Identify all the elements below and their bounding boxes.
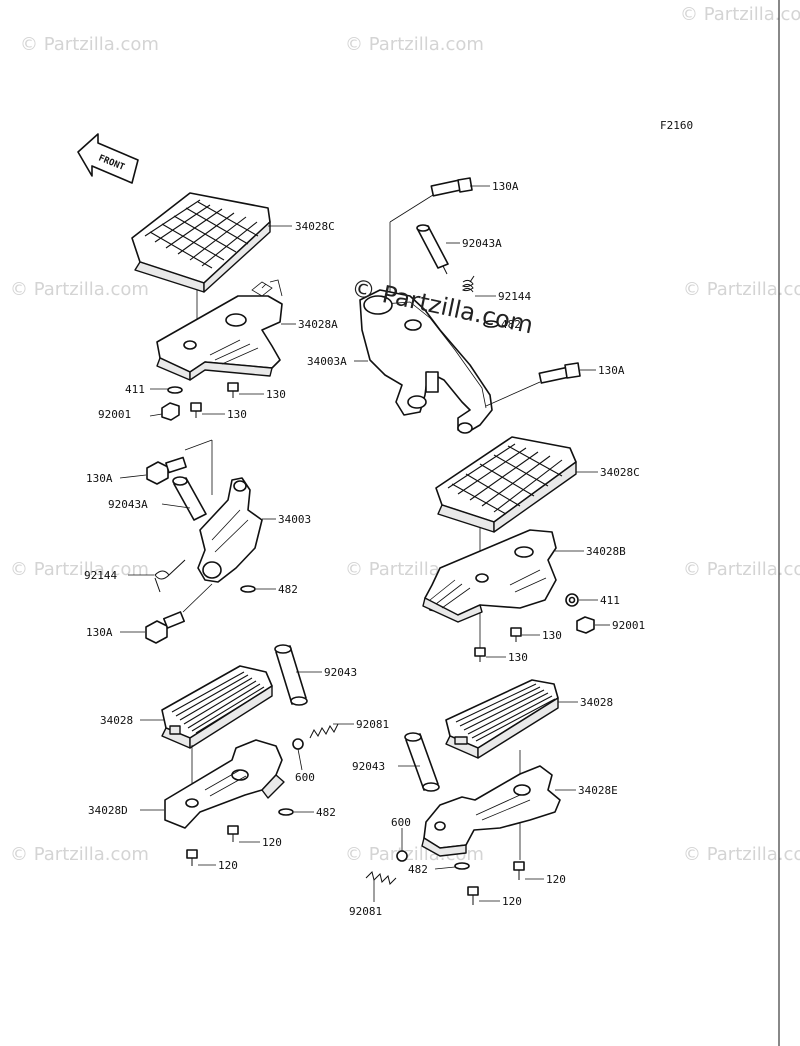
part-label: 92043 <box>352 760 385 773</box>
part-label: 411 <box>125 383 145 396</box>
bolt-icon <box>474 647 486 662</box>
spring-icon <box>154 559 186 593</box>
part-label: 130A <box>86 472 113 485</box>
part-label: 92043A <box>108 498 148 511</box>
nut-icon <box>576 616 595 634</box>
watermark: © Partzilla.com <box>10 279 149 300</box>
part-label: 130A <box>492 180 519 193</box>
footrest-bracket <box>421 765 561 857</box>
pin-icon <box>404 732 440 792</box>
part-label: 600 <box>391 816 411 829</box>
middle-left-assembly: 130A 92043A 34003 92144 482 130A <box>84 439 311 644</box>
watermark: © Partzilla.com <box>20 34 159 55</box>
part-label: 130 <box>227 408 247 421</box>
part-label: 92001 <box>612 619 645 632</box>
watermark: © Partzilla.com <box>10 559 149 580</box>
footrest-rubber-pad <box>445 679 559 759</box>
pin-icon <box>416 224 449 275</box>
part-label: 482 <box>408 863 428 876</box>
lower-right-assembly: 34028 92043 34028E 600 482 120 120 92081 <box>349 679 618 918</box>
bolt-icon <box>513 861 525 880</box>
part-label: 34028 <box>100 714 133 727</box>
footrest-rubber-pad <box>131 192 271 293</box>
bolt-icon <box>510 627 522 642</box>
footrest-rubber-pad <box>161 665 273 749</box>
part-label: 120 <box>502 895 522 908</box>
part-label: 34028E <box>578 784 618 797</box>
part-label: 92081 <box>349 905 382 918</box>
part-label: 34028A <box>298 318 338 331</box>
part-label: 130 <box>508 651 528 664</box>
part-label: 34003A <box>307 355 347 368</box>
bolt-icon <box>186 849 198 866</box>
bolt-icon <box>190 402 202 418</box>
part-label: 92043A <box>462 237 502 250</box>
bolt-icon <box>145 611 186 644</box>
bolt-icon <box>430 177 473 197</box>
upper-right-assembly: 130A 92043A 92144 482 34003A 130A <box>307 177 625 434</box>
pin-icon <box>172 476 207 521</box>
part-label: 34028C <box>295 220 335 233</box>
part-label: 411 <box>600 594 620 607</box>
watermark: © Partzilla.com <box>345 34 484 55</box>
part-label: 482 <box>316 806 336 819</box>
part-label: 120 <box>262 836 282 849</box>
brake-pedal-bracket <box>359 289 493 434</box>
part-label: 482 <box>501 318 521 331</box>
spring-icon <box>462 275 475 293</box>
middle-right-assembly: 34028C 34028B 411 130 92001 130 <box>422 436 645 664</box>
front-arrow-icon: FRONT <box>77 133 139 184</box>
footrest-bracket <box>164 739 285 829</box>
upper-left-assembly: 34028C 34028A 411 130 130 92001 <box>98 192 338 421</box>
figure-code: F2160 <box>660 119 693 132</box>
part-label: 34028D <box>88 804 128 817</box>
part-label: 34028C <box>600 466 640 479</box>
bolt-icon <box>538 362 581 384</box>
washer <box>167 386 183 394</box>
watermark: © Partzilla.com <box>10 844 149 865</box>
part-label: 600 <box>295 771 315 784</box>
footrest-rubber-pad <box>435 436 577 533</box>
part-label: 92043 <box>324 666 357 679</box>
part-label: 130 <box>542 629 562 642</box>
part-label: 130A <box>86 626 113 639</box>
pin-icon <box>274 644 308 706</box>
bolt-icon <box>467 886 479 905</box>
footrest-bracket <box>422 529 557 623</box>
lower-left-assembly: 92043 34028 92081 600 34028D 482 120 120 <box>88 644 389 872</box>
spring-icon <box>309 723 339 739</box>
part-label: 482 <box>278 583 298 596</box>
part-label: 92001 <box>98 408 131 421</box>
footrest-bracket <box>156 279 283 381</box>
bolt-icon <box>227 825 239 842</box>
part-label: 92144 <box>84 569 117 582</box>
part-label: 130A <box>598 364 625 377</box>
watermark: © Partzilla.com <box>683 559 800 580</box>
part-label: 130 <box>266 388 286 401</box>
bolt-icon <box>146 456 187 485</box>
watermark: © Partzilla.com <box>683 844 800 865</box>
bolt-icon <box>227 382 239 398</box>
part-label: 34028 <box>580 696 613 709</box>
part-label: 34028B <box>586 545 626 558</box>
nut-icon <box>161 402 180 421</box>
watermark: © Partzilla.com <box>680 4 800 25</box>
part-label: 92081 <box>356 718 389 731</box>
watermark: © Partzilla.com <box>683 279 800 300</box>
part-label: 92144 <box>498 290 531 303</box>
part-label: 120 <box>218 859 238 872</box>
footrest-hinge-bracket <box>197 477 263 583</box>
part-label: 34003 <box>278 513 311 526</box>
spring-icon <box>365 871 397 885</box>
part-label: 120 <box>546 873 566 886</box>
